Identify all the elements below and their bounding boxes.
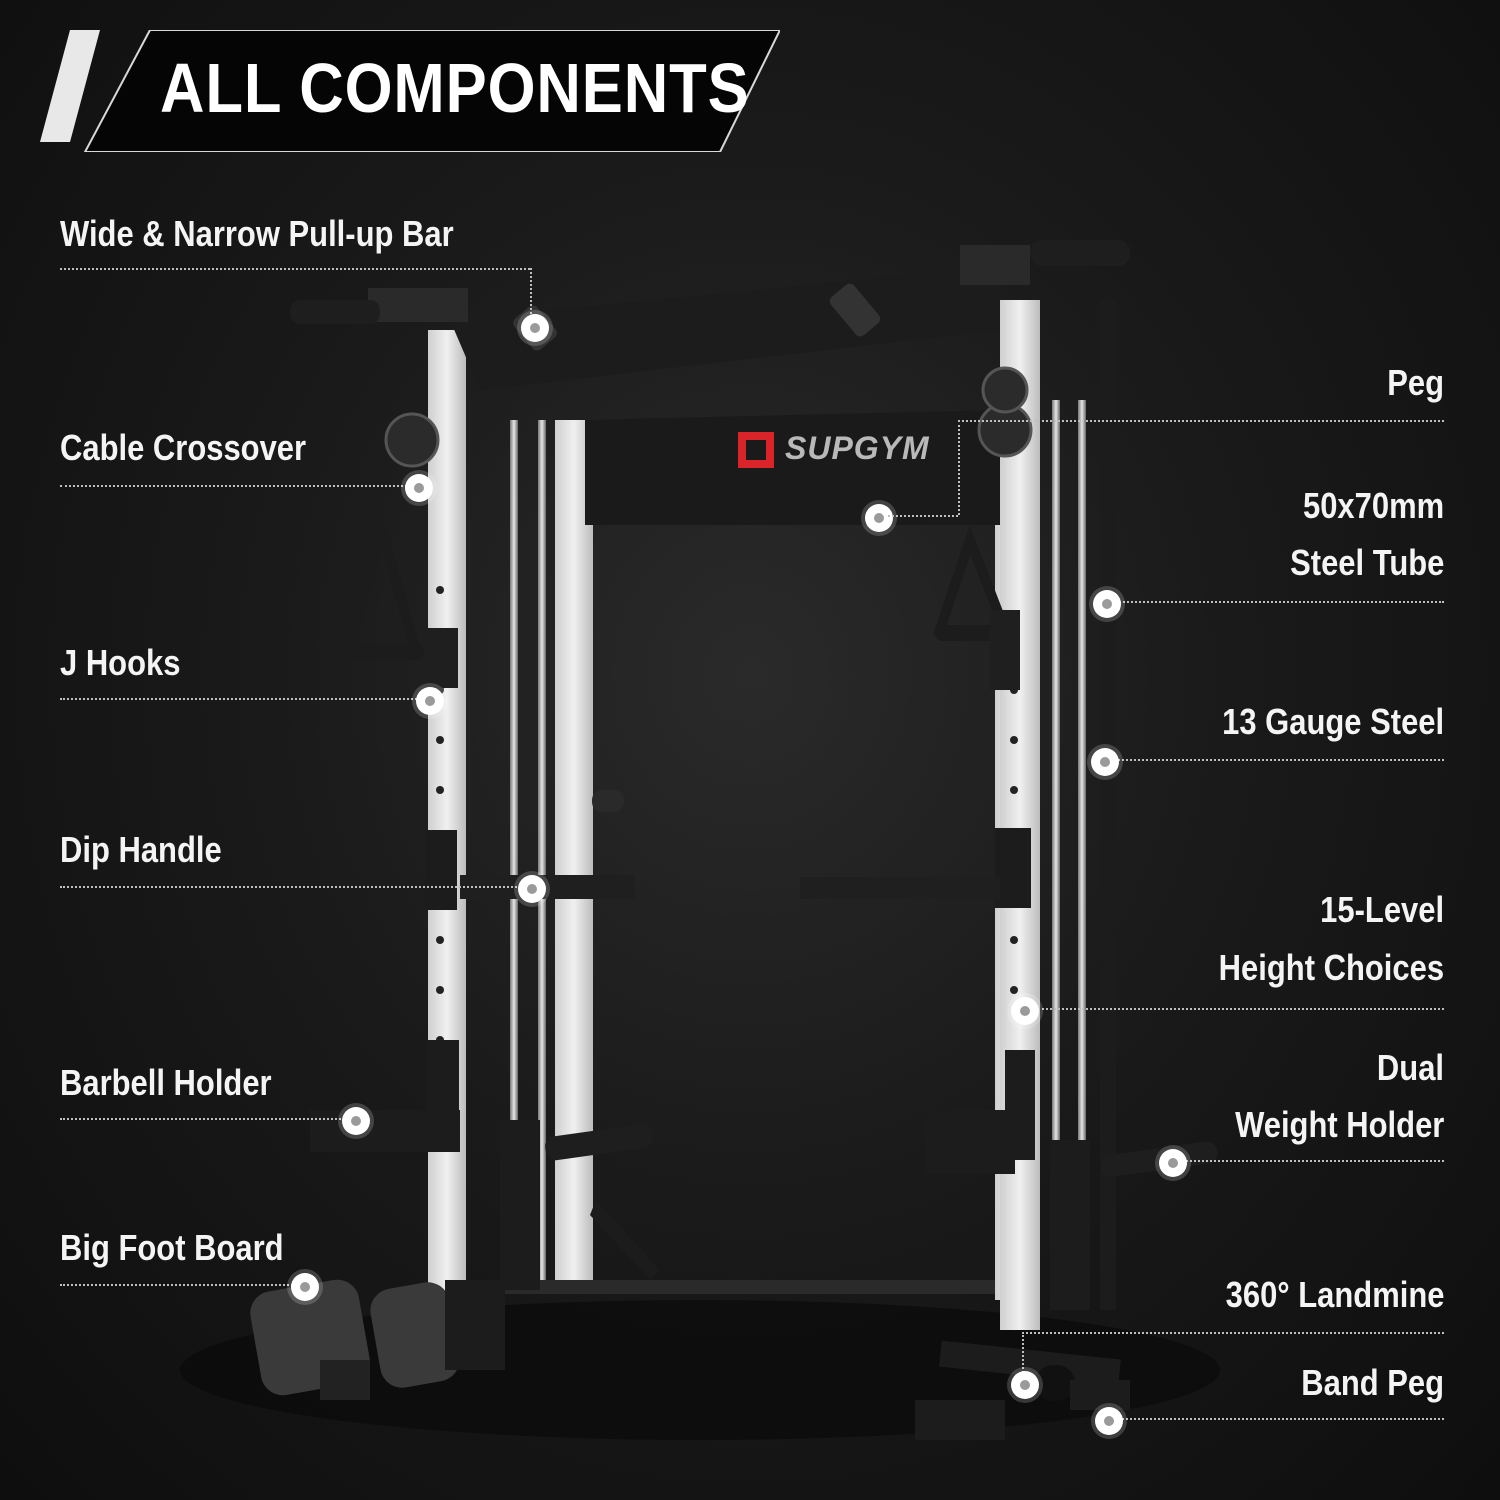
label-height-choices: Height Choices <box>1218 947 1444 988</box>
label-peg: Peg <box>1387 362 1444 403</box>
label-cable-crossover: Cable Crossover <box>60 427 307 468</box>
leader-barbell-holder <box>60 1118 352 1120</box>
marker-peg <box>865 504 893 532</box>
label-j-hooks: J Hooks <box>60 642 181 683</box>
label-steel-tube-size: 50x70mm <box>1302 485 1444 526</box>
label-landmine: 360° Landmine <box>1225 1274 1444 1315</box>
leader-steel-tube <box>1104 601 1444 603</box>
leader-weight-holder <box>1170 1160 1444 1162</box>
leader-pullup-bar <box>60 268 530 270</box>
label-dip-handle: Dip Handle <box>60 829 222 870</box>
leader-gauge-steel <box>1102 759 1444 761</box>
marker-band-peg <box>1095 1407 1123 1435</box>
leader-landmine <box>1022 1332 1444 1334</box>
brand-logo-text: SUPGYM <box>785 430 930 466</box>
leader-peg-vertical <box>958 420 960 515</box>
leader-height-choices <box>1022 1008 1444 1010</box>
leader-big-foot-board <box>60 1284 300 1286</box>
marker-gauge-steel <box>1091 748 1119 776</box>
marker-steel-tube <box>1093 590 1121 618</box>
label-band-peg: Band Peg <box>1301 1362 1444 1403</box>
marker-weight-holder <box>1159 1149 1187 1177</box>
page-title: ALL COMPONENTS <box>160 49 750 127</box>
leader-pullup-bar-vertical <box>530 268 532 318</box>
marker-dip-handle <box>518 875 546 903</box>
leader-dip-handle <box>60 886 528 888</box>
marker-j-hooks <box>416 687 444 715</box>
marker-pullup-bar <box>521 314 549 342</box>
marker-barbell-holder <box>342 1107 370 1135</box>
label-weight-holder: Weight Holder <box>1234 1104 1444 1145</box>
leader-band-peg <box>1106 1418 1444 1420</box>
leader-cable-crossover <box>60 485 415 487</box>
label-dual: Dual <box>1376 1047 1444 1088</box>
marker-height-choices <box>1011 997 1039 1025</box>
header-banner <box>40 30 780 152</box>
label-pullup-bar: Wide & Narrow Pull-up Bar <box>60 213 454 254</box>
leader-peg <box>958 420 1444 422</box>
label-big-foot-board: Big Foot Board <box>60 1227 284 1268</box>
label-barbell-holder: Barbell Holder <box>60 1062 272 1103</box>
leader-landmine-vertical <box>1022 1332 1024 1380</box>
label-gauge-steel: 13 Gauge Steel <box>1222 701 1444 742</box>
label-steel-tube: Steel Tube <box>1289 542 1444 583</box>
marker-cable-crossover <box>405 474 433 502</box>
marker-big-foot-board <box>291 1273 319 1301</box>
marker-landmine <box>1011 1371 1039 1399</box>
leader-peg-horizontal <box>888 515 958 517</box>
leader-j-hooks <box>60 698 425 700</box>
label-levels: 15-Level <box>1320 889 1444 930</box>
